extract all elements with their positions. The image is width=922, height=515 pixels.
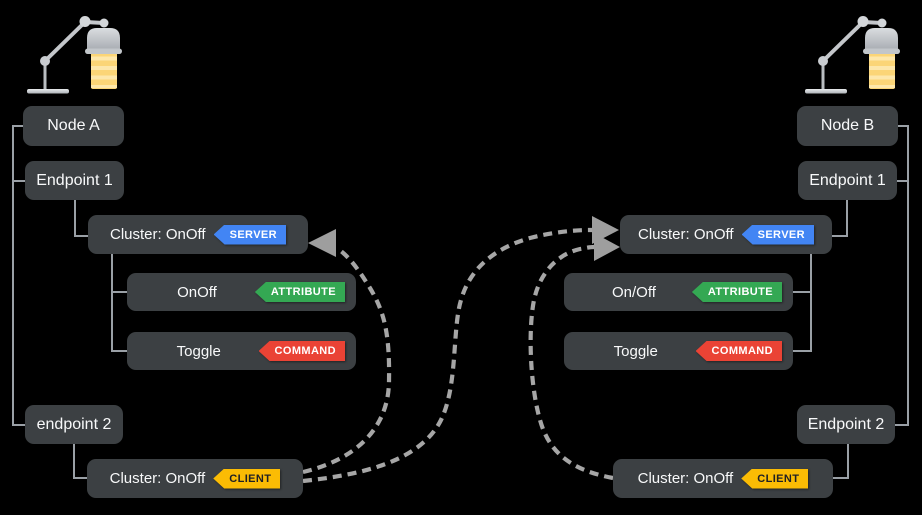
cluster-label: Cluster: OnOff xyxy=(109,226,206,243)
tree-connector-left xyxy=(12,125,127,479)
endpoint1-label: Endpoint 1 xyxy=(809,171,886,189)
tree-connector-right xyxy=(793,125,909,479)
node-a-server-cluster-box: Cluster: OnOff SERVER xyxy=(88,215,308,254)
node-b-client-cluster-box: Cluster: OnOff CLIENT xyxy=(613,459,833,498)
attribute-badge: ATTRIBUTE xyxy=(691,282,782,302)
node-b-command-row: Toggle COMMAND xyxy=(564,332,793,370)
command-badge: COMMAND xyxy=(695,341,782,361)
binding-arrows xyxy=(302,216,620,484)
node-a-client-cluster-box: Cluster: OnOff CLIENT xyxy=(87,459,303,498)
cluster-label: Cluster: OnOff xyxy=(637,226,734,243)
node-a-box: Node A xyxy=(23,106,124,146)
cluster-label: Cluster: OnOff xyxy=(637,470,734,487)
client-badge: CLIENT xyxy=(741,468,809,489)
attribute-badge: ATTRIBUTE xyxy=(254,282,345,302)
binding-arrow-clientA-to-serverA xyxy=(302,247,392,475)
node-b-attribute-row: On/Off ATTRIBUTE xyxy=(564,273,793,311)
node-a-command-row: Toggle COMMAND xyxy=(127,332,356,370)
arrowhead-left-icon xyxy=(308,229,336,257)
node-b-box: Node B xyxy=(797,106,898,146)
endpoint2-label: endpoint 2 xyxy=(36,415,112,433)
node-b-label: Node B xyxy=(820,117,875,134)
endpoint1-label: Endpoint 1 xyxy=(36,171,113,189)
arrowhead-right-lower-icon xyxy=(594,233,620,261)
attribute-label: OnOff xyxy=(177,283,217,301)
attribute-label: On/Off xyxy=(611,283,656,301)
server-badge: SERVER xyxy=(213,224,287,245)
node-b-endpoint1-box: Endpoint 1 xyxy=(798,161,897,200)
command-label: Toggle xyxy=(176,342,221,360)
node-a-endpoint1-box: Endpoint 1 xyxy=(25,161,124,200)
binding-arrow-clientB-to-serverB xyxy=(528,244,614,481)
binding-arrow-clientA-to-serverB xyxy=(302,227,593,484)
desk-lamp-icon xyxy=(25,14,122,95)
client-badge: CLIENT xyxy=(213,468,281,489)
desk-lamp-icon xyxy=(803,14,900,95)
node-a-endpoint2-box: endpoint 2 xyxy=(25,405,123,444)
command-label: Toggle xyxy=(613,342,658,360)
node-b-endpoint2-box: Endpoint 2 xyxy=(797,405,895,444)
node-a-label: Node A xyxy=(47,117,100,134)
endpoint2-label: Endpoint 2 xyxy=(807,415,885,433)
command-badge: COMMAND xyxy=(258,341,345,361)
node-b-server-cluster-box: Cluster: OnOff SERVER xyxy=(620,215,832,254)
cluster-label: Cluster: OnOff xyxy=(109,470,206,487)
server-badge: SERVER xyxy=(741,224,815,245)
node-a-attribute-row: OnOff ATTRIBUTE xyxy=(127,273,356,311)
